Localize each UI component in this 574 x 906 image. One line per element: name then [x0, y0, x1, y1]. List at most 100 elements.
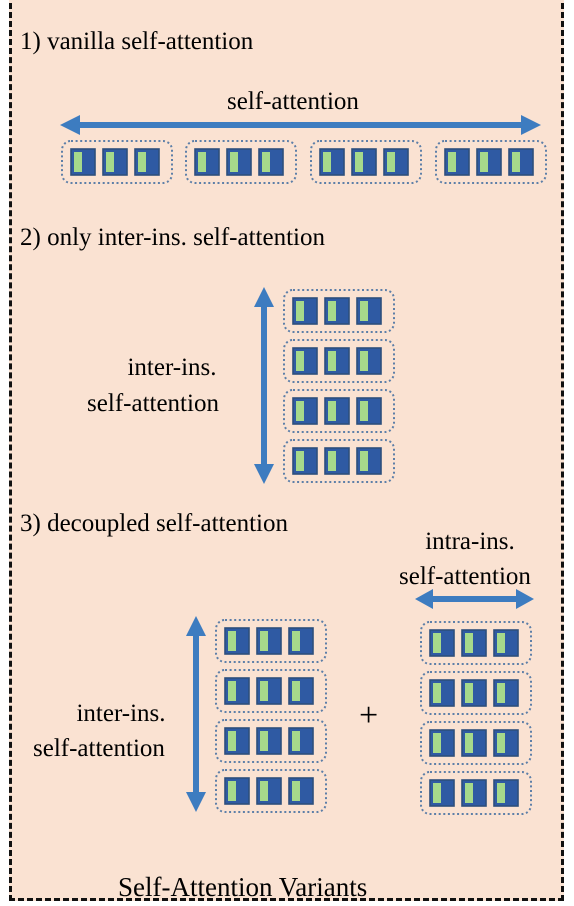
section-3-left-group-1 [215, 619, 327, 663]
token [288, 777, 314, 805]
token [429, 629, 455, 657]
token-stripe [138, 152, 146, 172]
token-stripe [228, 781, 236, 801]
token-stripe [360, 351, 368, 371]
section-2-heading: 2) only inter-ins. self-attention [20, 224, 325, 251]
token-group-outline [420, 721, 532, 765]
section-3-left-label-line2: self-attention [33, 735, 165, 762]
section-3-right-group-2 [420, 671, 532, 715]
section-1-group-2 [185, 140, 297, 184]
token-group-outline [215, 769, 327, 813]
token [288, 677, 314, 705]
token-group-outline [420, 621, 532, 665]
token-group-outline [185, 140, 297, 184]
token-stripe [387, 152, 395, 172]
section-3-right-group-3 [420, 721, 532, 765]
token-stripe [433, 733, 441, 753]
section-3-left-group-4 [215, 769, 327, 813]
section-1-group-1 [61, 140, 173, 184]
token-stripe [497, 733, 505, 753]
token-stripe [355, 152, 363, 172]
token [508, 148, 534, 176]
token [256, 777, 282, 805]
token-stripe [465, 783, 473, 803]
token [324, 347, 350, 375]
section-1-heading: 1) vanilla self-attention [20, 28, 254, 55]
token-stripe [328, 301, 336, 321]
section-1-group-4 [435, 140, 547, 184]
token [356, 347, 382, 375]
token-stripe [260, 631, 268, 651]
token [356, 297, 382, 325]
token [224, 727, 250, 755]
token-stripe [360, 301, 368, 321]
token [444, 148, 470, 176]
attention-arrows [60, 115, 541, 812]
section-3-left-label-line1: inter-ins. [76, 700, 166, 727]
token-stripe [296, 351, 304, 371]
section-3-right-group-1 [420, 621, 532, 665]
token [461, 629, 487, 657]
token-stripe [262, 152, 270, 172]
section-3-left-group-2 [215, 669, 327, 713]
token [256, 627, 282, 655]
token [324, 297, 350, 325]
token [493, 779, 519, 807]
section-2-group-1 [283, 289, 395, 333]
token [461, 729, 487, 757]
token [134, 148, 160, 176]
token-stripe [260, 681, 268, 701]
diagram-caption: Self-Attention Variants [118, 872, 368, 902]
token-group-outline [310, 140, 422, 184]
section-3-right-label-line1: intra-ins. [425, 528, 515, 555]
token-stripe [328, 451, 336, 471]
token-stripe [328, 351, 336, 371]
token-stripe [296, 451, 304, 471]
token [224, 677, 250, 705]
token-stripe [360, 401, 368, 421]
token-stripe [292, 631, 300, 651]
section-2-group-3 [283, 389, 395, 433]
token [292, 347, 318, 375]
token [256, 677, 282, 705]
token-stripe [260, 781, 268, 801]
token [461, 679, 487, 707]
token-groups [61, 140, 547, 815]
token-stripe [228, 681, 236, 701]
token-group-outline [215, 619, 327, 663]
token-stripe [448, 152, 456, 172]
token [70, 148, 96, 176]
token [356, 447, 382, 475]
token-stripe [292, 681, 300, 701]
token-stripe [296, 301, 304, 321]
token-stripe [230, 152, 238, 172]
token [429, 779, 455, 807]
section-3-right-arrow [415, 589, 534, 609]
token [102, 148, 128, 176]
section-3-right-group-4 [420, 771, 532, 815]
section-2-arrow-label-line2: self-attention [87, 390, 219, 417]
section-1-group-3 [310, 140, 422, 184]
token-group-outline [420, 771, 532, 815]
token [324, 447, 350, 475]
token [224, 777, 250, 805]
token-stripe [433, 683, 441, 703]
plus-sign: + [359, 697, 379, 734]
token-stripe [323, 152, 331, 172]
section-2-group-4 [283, 439, 395, 483]
section-1-arrow [60, 115, 541, 135]
token-stripe [465, 683, 473, 703]
token-group-outline [283, 439, 395, 483]
section-2-group-2 [283, 339, 395, 383]
token-stripe [292, 731, 300, 751]
token [493, 679, 519, 707]
token-stripe [106, 152, 114, 172]
token-group-outline [283, 389, 395, 433]
token-stripe [198, 152, 206, 172]
section-1-arrow-label: self-attention [227, 88, 359, 115]
section-2-arrow-label-line1: inter-ins. [127, 354, 217, 381]
token-group-outline [215, 669, 327, 713]
token-stripe [328, 401, 336, 421]
